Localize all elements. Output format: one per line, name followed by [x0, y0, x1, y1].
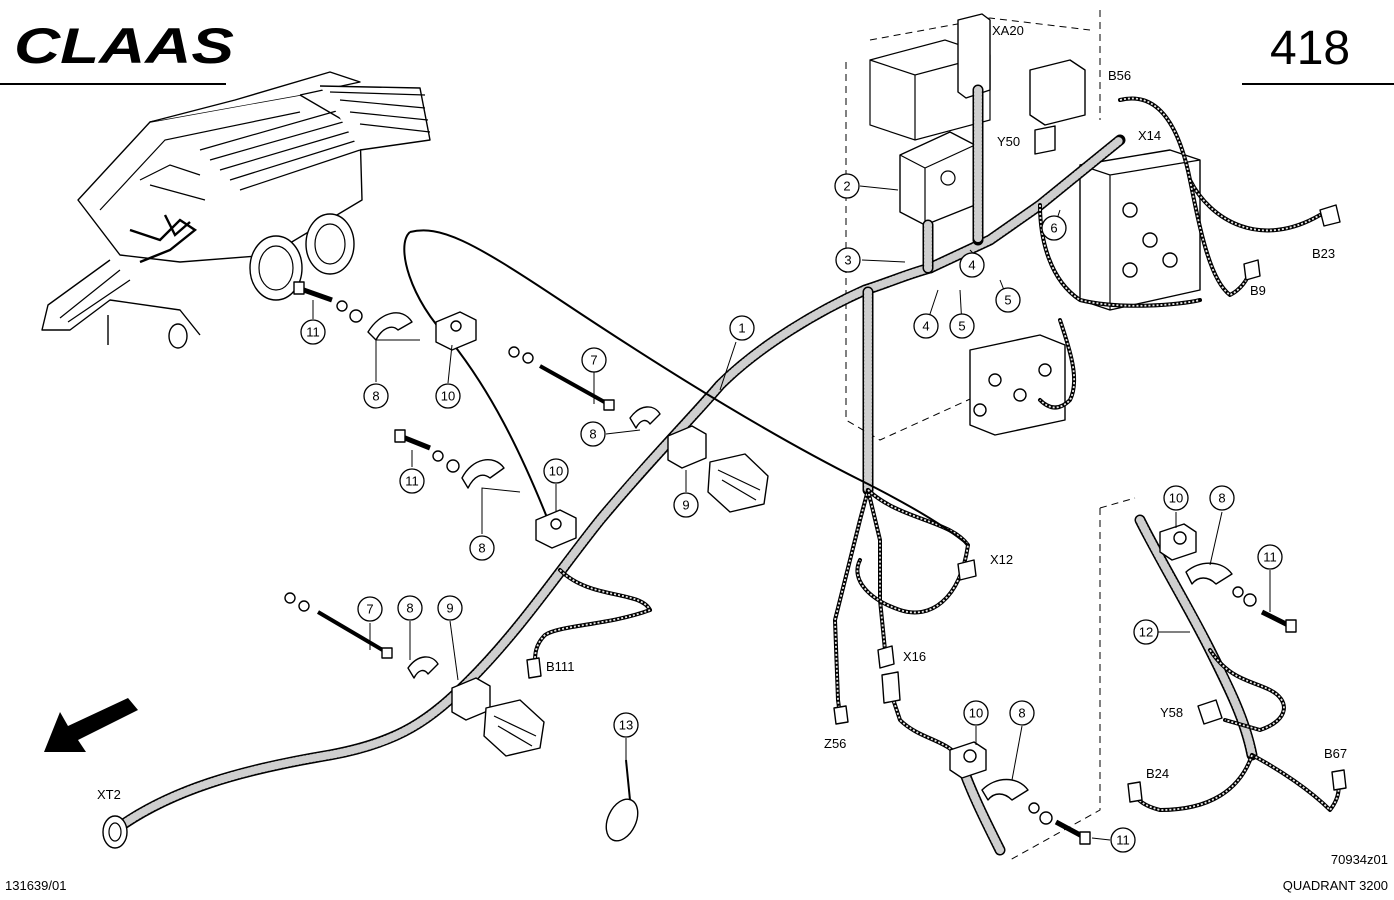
connector-XT2	[102, 815, 128, 849]
svg-text:8: 8	[372, 389, 379, 404]
connector-Z56	[833, 705, 849, 725]
label-B24: B24	[1146, 766, 1169, 781]
svg-text:7: 7	[590, 353, 597, 368]
machine-outline-dashed	[845, 10, 1136, 861]
callout-11: 11	[399, 468, 425, 494]
sensor-B24	[1127, 781, 1143, 803]
label-X12: X12	[990, 552, 1013, 567]
hardware-parts	[284, 281, 1297, 845]
svg-text:2: 2	[843, 179, 850, 194]
callout-1: 1	[729, 315, 755, 341]
svg-text:11: 11	[405, 474, 419, 489]
callout-10: 10	[1163, 485, 1189, 511]
svg-text:8: 8	[478, 541, 485, 556]
valve-Y58	[1197, 699, 1223, 725]
label-B67: B67	[1324, 746, 1347, 761]
svg-text:4: 4	[922, 319, 929, 334]
callout-11: 11	[1110, 827, 1136, 853]
callout-10: 10	[963, 700, 989, 726]
claas-logo: CLAAS	[14, 18, 234, 74]
svg-text:10: 10	[441, 389, 455, 404]
callout-9: 9	[437, 595, 463, 621]
callout-3: 3	[835, 247, 861, 273]
label-Y50: Y50	[997, 134, 1020, 149]
svg-text:11: 11	[1263, 550, 1277, 565]
svg-text:10: 10	[969, 706, 983, 721]
callout-11: 11	[1257, 544, 1283, 570]
callout-8: 8	[1209, 485, 1235, 511]
svg-text:1: 1	[738, 321, 745, 336]
callout-8: 8	[580, 421, 606, 447]
label-B111: B111	[546, 659, 574, 674]
callout-9: 9	[673, 492, 699, 518]
label-XT2: XT2	[97, 787, 121, 802]
connector-X16	[877, 645, 901, 704]
svg-text:4: 4	[968, 258, 975, 273]
front-direction-arrow-icon	[44, 698, 138, 752]
svg-text:6: 6	[1050, 221, 1057, 236]
baler-overview-illustration	[41, 71, 431, 349]
callout-4: 4	[959, 252, 985, 278]
svg-text:8: 8	[1218, 491, 1225, 506]
svg-text:5: 5	[958, 319, 965, 334]
label-B23: B23	[1312, 246, 1335, 261]
label-B9: B9	[1250, 283, 1266, 298]
callout-2: 2	[834, 173, 860, 199]
svg-text:11: 11	[1116, 833, 1130, 848]
label-X14: X14	[1138, 128, 1161, 143]
connector-X12	[957, 559, 977, 581]
callout-5: 5	[949, 313, 975, 339]
label-Z56: Z56	[824, 736, 846, 751]
label-B56: B56	[1108, 68, 1131, 83]
sensor-B111	[526, 657, 542, 679]
callout-8: 8	[397, 595, 423, 621]
svg-text:13: 13	[619, 718, 633, 733]
page-number: 418	[1270, 22, 1350, 75]
callout-5: 5	[995, 287, 1021, 313]
callout-10: 10	[543, 458, 569, 484]
callout-8: 8	[363, 383, 389, 409]
label-XA20: XA20	[992, 23, 1024, 38]
label-X16: X16	[903, 649, 926, 664]
brand-wordmark: CLAAS	[14, 18, 234, 74]
callout-6: 6	[1041, 215, 1067, 241]
callout-4: 4	[913, 313, 939, 339]
callout-8: 8	[1009, 700, 1035, 726]
control-box-part-2	[899, 131, 976, 226]
svg-text:9: 9	[446, 601, 453, 616]
sensor-B23	[1319, 204, 1341, 227]
svg-text:8: 8	[589, 427, 596, 442]
callout-10: 10	[435, 383, 461, 409]
sensor-B9	[1243, 259, 1261, 281]
svg-text:8: 8	[406, 601, 413, 616]
model-name: QUADRANT 3200	[1283, 878, 1388, 893]
callout-13: 13	[613, 712, 639, 738]
svg-text:7: 7	[366, 602, 373, 617]
svg-text:10: 10	[1169, 491, 1183, 506]
label-Y58: Y58	[1160, 705, 1183, 720]
document-id: 131639/01	[5, 878, 66, 893]
callout-8: 8	[469, 535, 495, 561]
svg-text:12: 12	[1139, 625, 1153, 640]
svg-text:10: 10	[549, 464, 563, 479]
callout-7: 7	[581, 347, 607, 373]
callout-12: 12	[1133, 619, 1159, 645]
sensor-B67	[1331, 769, 1347, 791]
svg-text:9: 9	[682, 498, 689, 513]
svg-text:11: 11	[306, 325, 320, 340]
svg-text:3: 3	[844, 253, 851, 268]
connector-XA20	[957, 13, 991, 99]
svg-text:5: 5	[1004, 293, 1011, 308]
callout-7: 7	[357, 596, 383, 622]
svg-text:8: 8	[1018, 706, 1025, 721]
callout-11: 11	[300, 319, 326, 345]
drawing-number: 70934z01	[1331, 852, 1388, 867]
